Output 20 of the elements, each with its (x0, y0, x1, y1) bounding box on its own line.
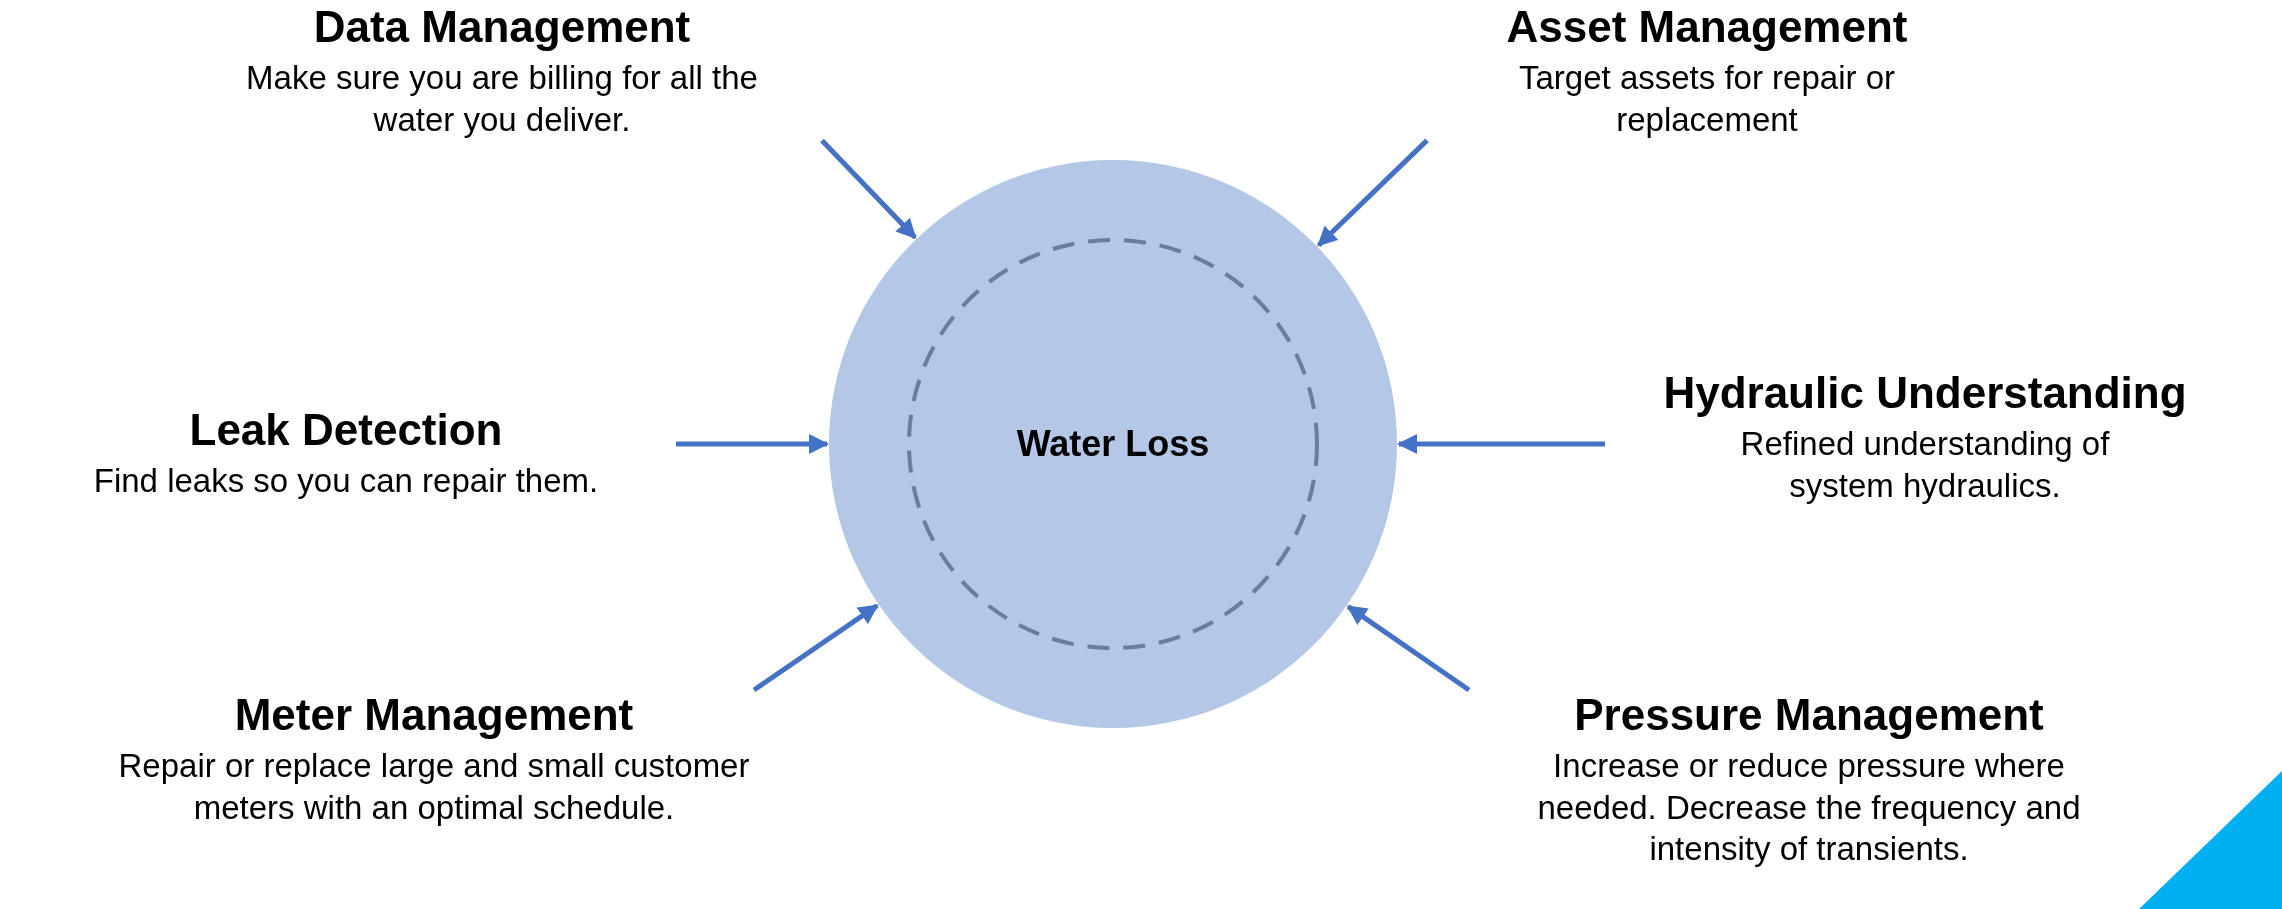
topic-description: Make sure you are billing for all the water you deliver. (245, 57, 759, 140)
topic-heading: Data Management (313, 2, 691, 53)
topic-description: Increase or reduce pressure where needed. Decrease the frequency and intensity of transients. (1536, 745, 2082, 870)
topic-heading: Leak Detection (189, 405, 503, 456)
center-label: Water Loss (1016, 423, 1210, 465)
arrow (1397, 434, 1605, 454)
topic-heading: Meter Management (234, 690, 634, 741)
water-loss-circle (829, 160, 1397, 728)
arrow (1316, 138, 1429, 247)
topic-description: Target assets for repair or replacement (1518, 57, 1896, 140)
arrow (1346, 604, 1471, 693)
arrow (820, 138, 917, 240)
arrow (676, 434, 829, 454)
topic-heading: Asset Management (1506, 2, 1908, 53)
topic-description: Refined understanding of system hydraulics. (1739, 423, 2111, 506)
topic-heading: Pressure Management (1574, 690, 2044, 741)
topic-heading: Hydraulic Understanding (1663, 368, 2187, 419)
topic-description: Find leaks so you can repair them. (92, 460, 600, 501)
topic-description: Repair or replace large and small customer meters with an optimal schedule. (117, 745, 751, 828)
arrow (752, 603, 879, 693)
